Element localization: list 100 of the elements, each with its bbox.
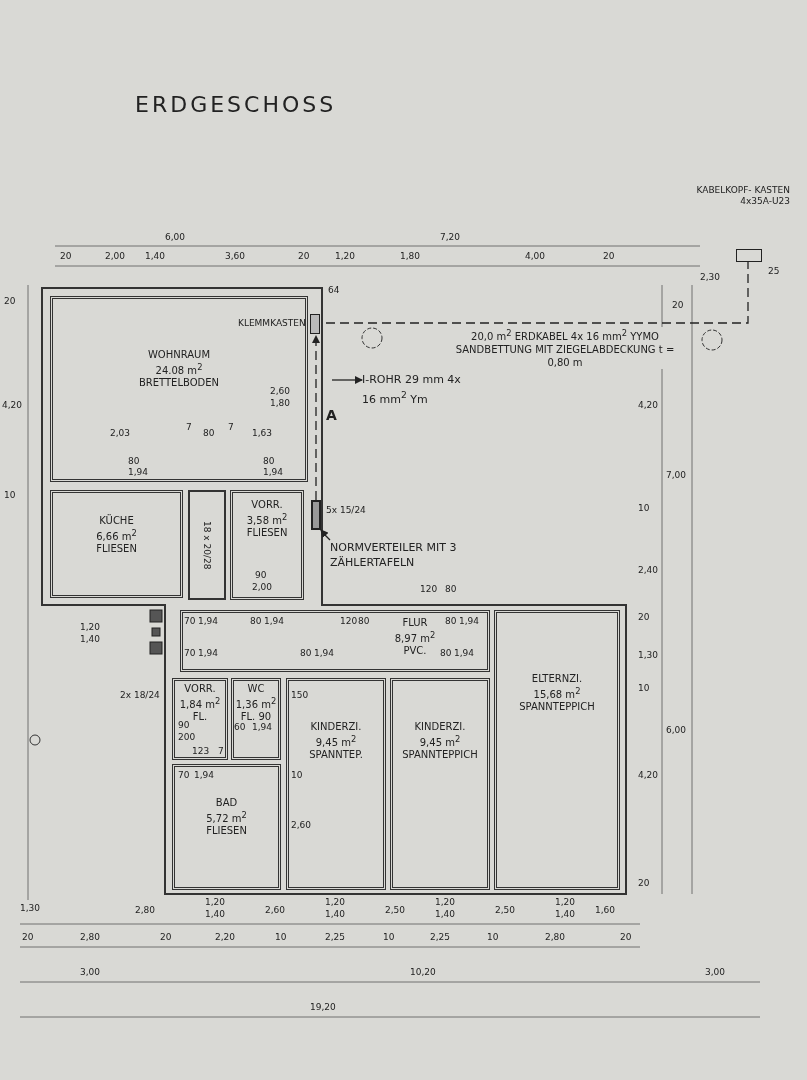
dimension-label: 2,00 [252, 582, 273, 593]
dimension-label: 1,40 [145, 251, 166, 262]
dimension-label: 1,94 [314, 648, 335, 659]
cable-line [312, 335, 320, 501]
room: KINDERZI. 9,45 m$^{2}$ SPANNTEPPICH [390, 678, 490, 890]
dimension-label: 20 [60, 251, 72, 262]
dimension-label: 70 [178, 770, 190, 781]
dimension-label: 80 [440, 648, 452, 659]
dimension-label: 1,30 [20, 903, 41, 914]
dimension-label: 20 [638, 612, 650, 623]
dimension-label: 1,40 [205, 909, 226, 920]
dimension-label: 80 [358, 616, 370, 627]
dimension-label: 80 [445, 584, 457, 595]
dimension-label: 25 [768, 266, 780, 277]
dimension-label: 7,20 [440, 232, 461, 243]
dimension-label: 2,80 [545, 932, 566, 943]
dimension-label: 2,30 [700, 272, 721, 283]
dimension-label: 2,50 [385, 905, 406, 916]
dimension-label: 2,25 [325, 932, 346, 943]
dimension-label: 4,20 [2, 400, 23, 411]
dimension-label: 4,20 [638, 770, 659, 781]
distribution-box [311, 500, 321, 530]
dimension-label: 10 [291, 770, 303, 781]
dimension-label: 1,80 [270, 398, 291, 409]
leader-line [320, 529, 331, 541]
dimension-label: 80 [445, 616, 457, 627]
dimension-label: 123 [192, 746, 210, 757]
dimension-label: 1,40 [80, 634, 101, 645]
dimension-label: 64 [328, 285, 340, 296]
dimension-label: 2,50 [495, 905, 516, 916]
dimension-label: 80 [128, 456, 140, 467]
dimension-label: 7 [228, 422, 234, 433]
cable-head-box-label: KABELKOPF- KASTEN 4x35A-U23 [686, 185, 790, 262]
dimension-label: 19,20 [310, 1002, 336, 1013]
dimension-label: 1,94 [252, 722, 273, 733]
dimension-label: 60 [234, 722, 246, 733]
dimension-label: 2,60 [291, 820, 312, 831]
dimension-label: 1,94 [264, 616, 285, 627]
dimension-label: 2,80 [135, 905, 156, 916]
dimension-label: 1,30 [638, 650, 659, 661]
dimension-label: 20 [22, 932, 34, 943]
dimension-label: 150 [291, 690, 309, 701]
dimension-label: 2,60 [270, 386, 291, 397]
dimension-label: 120 [420, 584, 438, 595]
dimension-label: 7 [218, 746, 224, 757]
dimension-label: 1,94 [194, 770, 215, 781]
dimension-label: 10 [638, 503, 650, 514]
dimension-label: 20 [638, 878, 650, 889]
dimension-label: 4,20 [638, 400, 659, 411]
dimension-label: 5x 15/24 [326, 505, 366, 516]
dimension-label: 20 [4, 296, 16, 307]
dimension-label: 10,20 [410, 967, 436, 978]
dimension-label: 3,60 [225, 251, 246, 262]
dimension-label: 120 [340, 616, 358, 627]
arrow [331, 376, 363, 384]
dimension-label: 10 [4, 490, 16, 501]
dimension-label: 1,20 [80, 622, 101, 633]
dimension-label: 10 [487, 932, 499, 943]
dimension-label: 3,00 [705, 967, 726, 978]
room: ELTERNZI. 15,68 m$^{2}$ SPANNTEPPICH [494, 610, 620, 890]
dimension-label: 1,20 [335, 251, 356, 262]
dimension-label: 20 [160, 932, 172, 943]
dimension-label: 80 [250, 616, 262, 627]
dimension-label: 4,00 [525, 251, 546, 262]
dimension-label: 10 [383, 932, 395, 943]
dimension-label: 7 [186, 422, 192, 433]
dimension-label: 80 [263, 456, 275, 467]
dimension-label: 2,20 [215, 932, 236, 943]
dimension-label: 1,94 [454, 648, 475, 659]
dimension-label: 80 [300, 648, 312, 659]
dimension-label: 1,40 [555, 909, 576, 920]
dimension-label: 70 [184, 616, 196, 627]
dimension-label: 10 [638, 683, 650, 694]
dimension-label: 2x 18/24 [120, 690, 160, 701]
dimension-label: 6,00 [666, 725, 687, 736]
dimension-label: 6,00 [165, 232, 186, 243]
annotation-text: NORMVERTEILER MIT 3 ZÄHLERTAFELN [330, 540, 520, 576]
plan-title: ERDGESCHOSS [135, 92, 337, 117]
section-mark: A [326, 410, 337, 421]
dimension-label: 70 [184, 648, 196, 659]
dimension-label: 2,40 [638, 565, 659, 576]
annotation-text: I-ROHR 29 mm 4x 16 mm$^{2}$ Ym [362, 372, 467, 404]
dimension-label: 1,94 [198, 616, 219, 627]
dimension-label: 2,60 [265, 905, 286, 916]
dimension-label: 2,00 [105, 251, 126, 262]
dimension-label: 2,25 [430, 932, 451, 943]
dimension-label: 2,80 [80, 932, 101, 943]
dimension-label: 20 [672, 300, 684, 311]
staircase: 18 x 20/28 [188, 490, 226, 600]
dimension-label: 7,00 [666, 470, 687, 481]
dimension-label: 1,40 [325, 909, 346, 920]
dimension-label: 80 [203, 428, 215, 439]
terminal-box-label: KLEMMKASTEN [238, 310, 326, 336]
dimension-label: 20 [620, 932, 632, 943]
dimension-label: 20 [603, 251, 615, 262]
dimension-label: 3,00 [80, 967, 101, 978]
dimension-label: 1,40 [435, 909, 456, 920]
dimension-label: 20 [298, 251, 310, 262]
dimension-label: 90 [178, 720, 190, 731]
room: KÜCHE 6,66 m$^{2}$ FLIESEN [50, 490, 183, 598]
